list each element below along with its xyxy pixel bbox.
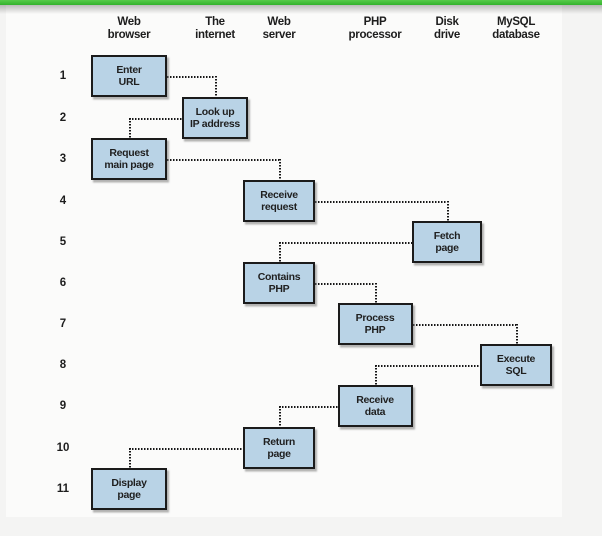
connector-4-to-5-horizontal: [315, 201, 447, 203]
label-line: Process: [355, 312, 395, 324]
connector-1-to-2-vertical: [215, 76, 217, 97]
label-line: Disk: [435, 16, 459, 28]
connector-6-to-7-vertical: [375, 283, 377, 303]
connector-8-to-9-horizontal: [375, 365, 480, 367]
step-number-7: 7: [59, 318, 67, 330]
label-line: page: [267, 448, 291, 460]
step-number-3: 3: [59, 153, 67, 165]
label-line: main page: [104, 159, 154, 171]
label-line: Display: [111, 477, 147, 489]
connector-5-to-6-vertical: [279, 242, 281, 262]
step-number-6: 6: [59, 277, 67, 289]
connector-9-to-10-vertical: [279, 406, 281, 427]
label-line: internet: [195, 29, 235, 41]
label-line: data: [364, 406, 386, 418]
label-line: database: [492, 29, 540, 41]
accent-bar-shadow: [0, 5, 602, 14]
label-line: SQL: [505, 365, 527, 377]
label-line: Fetch: [433, 230, 461, 242]
label-line: Request: [109, 147, 149, 159]
label-line: Web: [117, 16, 141, 28]
connector-4-to-5-vertical: [447, 201, 449, 221]
label-line: server: [262, 29, 296, 41]
connector-7-to-8-vertical: [516, 324, 518, 344]
label-line: Web: [267, 16, 291, 28]
connector-8-to-9-vertical: [375, 365, 377, 385]
step-number-4: 4: [59, 195, 67, 207]
label-line: Contains: [257, 271, 301, 283]
label-line: Look up: [195, 106, 235, 118]
label-line: Receive: [356, 394, 394, 406]
connector-5-to-6-horizontal: [279, 242, 412, 244]
step-number-8: 8: [59, 359, 67, 371]
label-line: IP address: [190, 118, 240, 130]
label-line: URL: [118, 76, 140, 88]
connector-2-to-3-horizontal: [129, 118, 182, 120]
step-number-5: 5: [59, 236, 67, 248]
connector-3-to-4-horizontal: [167, 159, 279, 161]
step-number-10: 10: [56, 442, 70, 454]
label-line: The: [205, 16, 225, 28]
connector-3-to-4-vertical: [279, 159, 281, 180]
accent-bar: [0, 0, 602, 5]
connector-2-to-3-vertical: [129, 118, 131, 138]
label-line: PHP: [268, 283, 290, 295]
connector-7-to-8-horizontal: [412, 324, 516, 326]
label-line: PHP: [364, 324, 386, 336]
label-line: request: [261, 201, 297, 213]
step-number-11: 11: [56, 483, 70, 495]
step-number-9: 9: [59, 400, 67, 412]
label-line: browser: [107, 29, 151, 41]
step-number-1: 1: [59, 70, 67, 82]
label-line: PHP: [363, 16, 387, 28]
connector-10-to-11-horizontal: [129, 448, 243, 450]
label-line: MySQL: [496, 16, 536, 28]
connector-10-to-11-vertical: [129, 448, 131, 468]
connector-1-to-2-horizontal: [167, 76, 215, 78]
connector-6-to-7-horizontal: [315, 283, 375, 285]
label-line: drive: [434, 29, 460, 41]
label-line: page: [435, 242, 459, 254]
label-line: Return: [262, 436, 296, 448]
step-number-2: 2: [59, 112, 67, 124]
label-line: Receive: [260, 189, 298, 201]
label-line: processor: [348, 29, 402, 41]
label-line: page: [117, 489, 141, 501]
connector-9-to-10-horizontal: [279, 406, 338, 408]
label-line: Execute: [496, 353, 536, 365]
label-line: Enter: [116, 64, 142, 76]
